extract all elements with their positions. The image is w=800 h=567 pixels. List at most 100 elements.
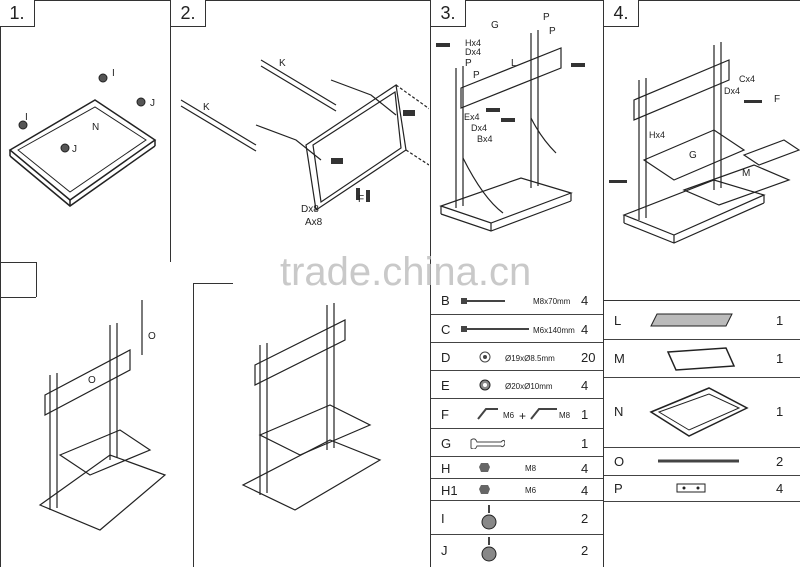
label-O: O	[88, 375, 96, 386]
parts-list-left: B M8x70mm 4 C M6x140mm 4 D Ø19xØ8.5mm 20…	[431, 285, 603, 567]
part-spec-b: M8	[559, 411, 571, 420]
part-row: N 1	[604, 378, 800, 448]
divider	[0, 262, 36, 263]
shelf-icon	[666, 347, 736, 371]
part-row: G 1	[431, 429, 603, 457]
bracket-icon	[658, 459, 739, 463]
label-L: L	[511, 58, 517, 69]
part-qty: 4	[776, 481, 784, 496]
assembly-view-final	[241, 303, 382, 511]
bracket-bar-icon	[650, 313, 733, 327]
base-frame-icon	[649, 387, 749, 437]
step-number-3: 3.	[431, 0, 466, 27]
part-letter: J	[441, 543, 448, 558]
part-row: H1 M6 4	[431, 479, 603, 501]
part-spec: Ø20xØ10mm	[505, 382, 553, 391]
divider	[0, 0, 1, 567]
part-qty: 4	[581, 483, 589, 498]
step-number-1: 1.	[0, 0, 35, 27]
label-J: J	[72, 144, 77, 155]
part-qty: 1	[581, 436, 589, 451]
label-Ax8: Ax8	[305, 217, 323, 228]
part-row: L 1	[604, 300, 800, 340]
label-Dx4: Dx4	[471, 123, 487, 133]
part-qty: 2	[581, 511, 589, 526]
label-P: P	[549, 26, 556, 37]
label-G: G	[491, 20, 499, 31]
label-Dx4: Dx4	[724, 86, 740, 96]
label-Dx4: Dx4	[465, 47, 481, 57]
part-qty: 1	[776, 313, 784, 328]
step-number-4: 4.	[604, 0, 639, 27]
part-letter: G	[441, 436, 452, 451]
step-4-diagram: Cx4 Dx4 F Hx4 G M	[609, 42, 800, 244]
part-row: H M8 4	[431, 457, 603, 479]
watermark: trade.china.cn	[280, 250, 532, 294]
divider	[604, 300, 800, 301]
label-F: F	[358, 194, 364, 205]
caster-icon	[481, 505, 497, 530]
part-row: J 2	[431, 535, 603, 567]
bolt-icon	[461, 298, 505, 304]
label-P: P	[543, 12, 550, 23]
label-Ex4: Ex4	[464, 112, 480, 122]
divider	[36, 262, 37, 297]
washer-icon	[479, 351, 491, 363]
allen-key-icon	[477, 408, 498, 420]
label-Dx8: Dx8	[301, 204, 319, 215]
part-row: O 2	[604, 448, 800, 476]
part-row: B M8x70mm 4	[431, 285, 603, 315]
part-letter: D	[441, 350, 451, 365]
label-O: O	[148, 331, 156, 342]
part-spec: M8	[525, 464, 537, 473]
label-Hx4: Hx4	[465, 38, 481, 48]
part-letter: H	[441, 461, 451, 476]
divider	[603, 0, 604, 567]
spacer-plate-icon	[676, 483, 706, 493]
label-M: M	[742, 168, 750, 179]
part-row: C M6x140mm 4	[431, 315, 603, 343]
part-letter: N	[614, 404, 624, 419]
nut-icon	[479, 485, 490, 494]
step-3-diagram: G P P Hx4 Dx4 P P L Ex4 Dx4 Bx4	[436, 12, 585, 232]
part-letter: C	[441, 322, 451, 337]
part-row: I 2	[431, 501, 603, 535]
step-2-diagram: K K Dx8 Ax8 F	[180, 58, 429, 228]
part-qty: 20	[581, 350, 596, 365]
label-J: J	[150, 98, 155, 109]
divider	[193, 283, 194, 567]
part-spec-plus: +	[519, 409, 527, 423]
washer-icon	[479, 379, 491, 391]
part-spec: M6x140mm	[533, 326, 575, 335]
part-qty: 1	[776, 404, 784, 419]
label-I: I	[25, 112, 28, 123]
part-qty: 1	[776, 351, 784, 366]
step-1-diagram: I J I J N	[8, 68, 157, 207]
part-letter: O	[614, 454, 625, 469]
divider	[0, 297, 36, 298]
part-letter: L	[614, 313, 622, 328]
bolt-icon	[461, 326, 529, 332]
allen-key-icon	[530, 408, 557, 420]
part-qty: 4	[581, 293, 589, 308]
part-letter: H1	[441, 483, 458, 498]
divider	[170, 0, 171, 262]
parts-list-right: L 1 M 1 N 1 O 2 P 4	[604, 300, 800, 567]
divider	[193, 283, 233, 284]
part-row: M 1	[604, 340, 800, 378]
label-P: P	[465, 58, 472, 69]
part-row: F M6 + M8 1	[431, 399, 603, 429]
label-Cx4: Cx4	[739, 74, 755, 84]
label-P: P	[473, 70, 480, 81]
label-F: F	[774, 94, 780, 105]
label-Hx4: Hx4	[649, 130, 665, 140]
part-letter: F	[441, 407, 449, 422]
part-qty: 1	[581, 407, 589, 422]
part-qty: 2	[776, 454, 784, 469]
caster-icon	[481, 537, 497, 562]
part-row: D Ø19xØ8.5mm 20	[431, 343, 603, 371]
part-qty: 4	[581, 322, 589, 337]
part-letter: B	[441, 293, 450, 308]
part-qty: 4	[581, 461, 589, 476]
